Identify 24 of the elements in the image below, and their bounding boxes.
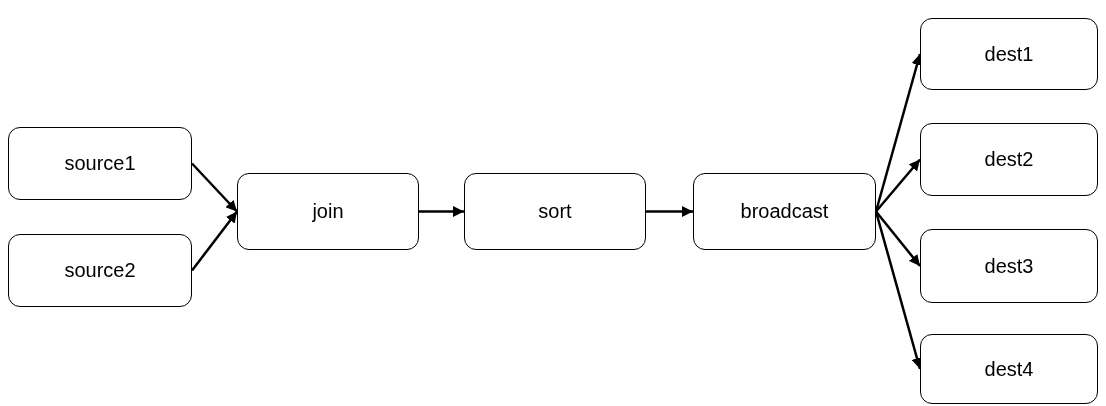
process-box [8,127,192,200]
node-label: dest1 [984,42,1034,66]
process-box [693,173,876,250]
node-label: source1 [64,152,136,175]
node-label: sort [538,200,572,223]
process-box [920,334,1098,404]
process-box [920,18,1098,90]
node-label: source2 [64,259,136,282]
process-box [920,229,1098,303]
node-label: dest2 [984,148,1034,171]
arrow [875,210,921,267]
process-box [920,123,1098,196]
arrow [419,206,464,217]
arrow [191,162,238,213]
arrow [646,206,693,217]
process-box [237,173,419,250]
arrow [875,158,921,213]
node-label: dest4 [984,357,1034,381]
node-label: broadcast [740,200,829,223]
node-label: dest3 [984,254,1034,278]
arrow [191,210,238,272]
node-label: join [312,200,344,223]
process-box [464,173,646,250]
process-box [8,234,192,307]
